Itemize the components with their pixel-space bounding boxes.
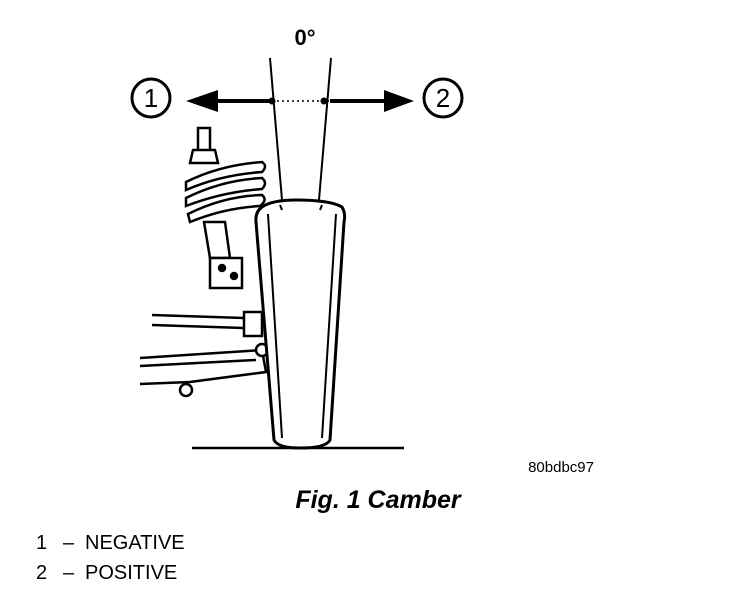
strut-assembly — [184, 126, 267, 290]
lower-control-arm — [139, 342, 270, 398]
legend-separator: – — [62, 532, 75, 554]
legend-number: 2 — [36, 562, 48, 584]
legend-label: POSITIVE — [85, 562, 178, 584]
figure-caption: Fig. 1 Camber — [295, 486, 461, 514]
legend-separator: – — [62, 562, 75, 584]
callout-positive: 2 — [422, 77, 464, 119]
vertical-reference-lines — [269, 57, 332, 201]
legend: 1 – NEGATIVE 2 – POSITIVE — [36, 528, 185, 588]
figure-ref-code: 80bdbc97 — [528, 459, 594, 476]
tie-rod — [151, 310, 268, 338]
tire — [254, 198, 347, 450]
arrowhead-left — [186, 90, 218, 112]
camber-direction-arrows — [186, 90, 414, 112]
arrowhead-right — [384, 90, 414, 112]
svg-text:2: 2 — [436, 83, 450, 113]
legend-label: NEGATIVE — [85, 532, 185, 554]
legend-item-negative: 1 – NEGATIVE — [36, 528, 185, 558]
callout-negative: 1 — [130, 77, 172, 119]
svg-text:1: 1 — [144, 83, 158, 113]
legend-item-positive: 2 – POSITIVE — [36, 558, 185, 588]
angle-label: 0° — [294, 25, 315, 50]
legend-number: 1 — [36, 532, 48, 554]
